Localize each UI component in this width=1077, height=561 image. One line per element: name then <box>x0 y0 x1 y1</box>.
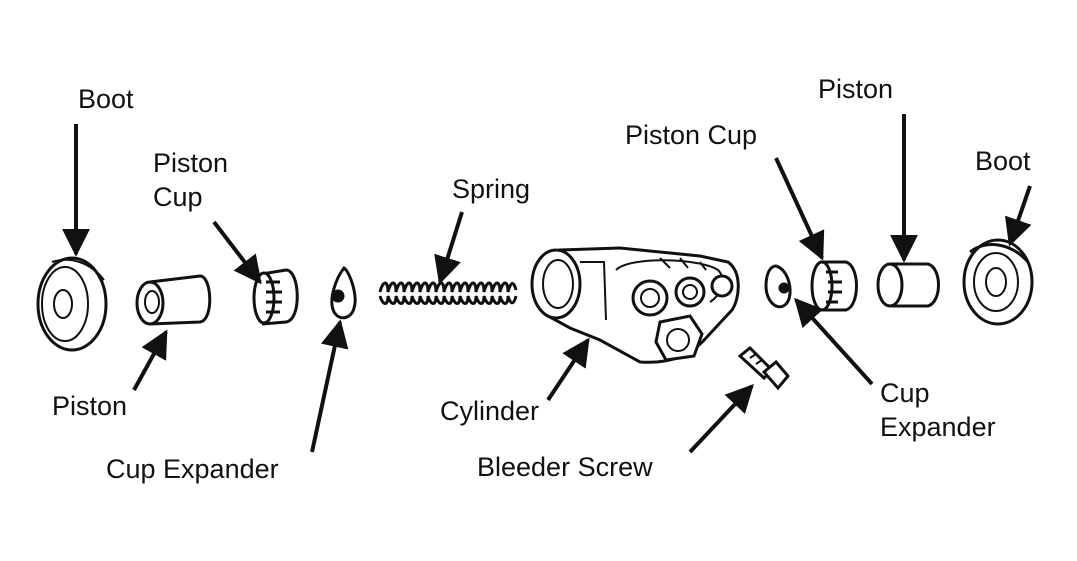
label-cup-expander-right-line2: Expander <box>880 412 996 442</box>
cylinder-part <box>530 246 740 364</box>
spring-part <box>378 281 518 305</box>
arrow-piston-cup-right <box>774 157 825 261</box>
arrow-boot-right <box>1004 185 1032 247</box>
leader-arrows <box>62 114 1032 454</box>
label-piston-cup-right: Piston Cup <box>625 120 758 150</box>
cup-expander-right-part <box>764 264 792 309</box>
label-piston-left: Piston <box>52 391 128 421</box>
label-boot-right: Boot <box>975 146 1031 176</box>
label-piston-right: Piston <box>818 74 894 104</box>
label-spring: Spring <box>452 174 531 204</box>
boot-right-part <box>962 238 1034 326</box>
arrow-cup-expander-right <box>794 297 874 386</box>
piston-left-part <box>135 274 212 326</box>
arrow-cup-expander-left <box>310 319 349 453</box>
piston-right-part <box>876 262 940 308</box>
arrow-piston-left <box>132 329 168 391</box>
arrow-spring <box>434 211 464 285</box>
label-cylinder: Cylinder <box>440 396 540 426</box>
label-cup-expander-left: Cup Expander <box>106 454 279 484</box>
label-bleeder-screw: Bleeder Screw <box>477 452 653 482</box>
label-cup-expander-right-line1: Cup <box>880 378 930 408</box>
boot-left-part <box>36 256 108 352</box>
arrow-piston-cup-left <box>212 220 262 285</box>
arrow-bleeder-screw <box>688 383 754 454</box>
piston-cup-left-part <box>252 268 299 326</box>
cup-expander-left-part <box>330 265 357 320</box>
arrow-cylinder <box>546 337 590 402</box>
piston-cup-right-part <box>810 260 858 312</box>
label-piston-cup-left-line1: Piston <box>153 148 229 178</box>
label-boot-left: Boot <box>78 84 134 114</box>
label-piston-cup-left-line2: Cup <box>153 182 203 212</box>
bleeder-screw-part <box>737 345 790 391</box>
